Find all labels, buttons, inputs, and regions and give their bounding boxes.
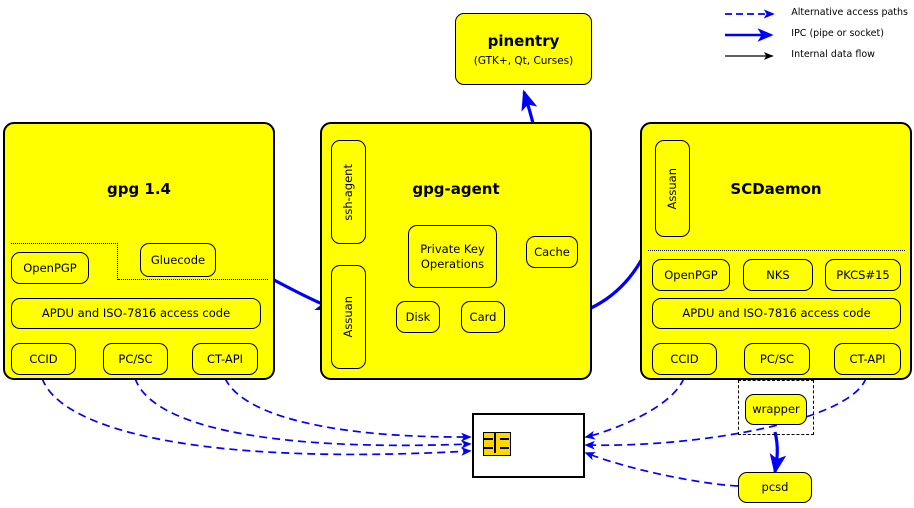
gpg-driver-ccid-label: CCID xyxy=(29,351,58,366)
scdaemon-assuan-label: Assuan xyxy=(665,167,680,210)
scdaemon-app-openpgp-label: OpenPGP xyxy=(664,267,718,282)
smartcard-chip-line-right-top xyxy=(500,438,509,440)
legend-label-internal-flow: Internal data flow xyxy=(791,49,875,60)
scdaemon-driver-pcsc-label: PC/SC xyxy=(759,351,795,366)
scdaemon-driver-ctapi-label: CT-API xyxy=(849,351,886,366)
agent-card-label: Card xyxy=(469,309,497,324)
gpg-openpgp-label: OpenPGP xyxy=(23,260,77,275)
gpg-openpgp-box[interactable]: OpenPGP xyxy=(11,252,89,284)
pinentry-box[interactable]: pinentry (GTK+, Qt, Curses) xyxy=(455,13,592,85)
agent-ssh-agent-box[interactable]: ssh-agent xyxy=(331,140,366,244)
legend: Alternative access paths IPC (pipe or so… xyxy=(723,2,908,65)
pinentry-subtitle: (GTK+, Qt, Curses) xyxy=(473,54,574,67)
gpg-driver-pcsc[interactable]: PC/SC xyxy=(103,343,168,375)
gpg-apdu-box[interactable]: APDU and ISO-7816 access code xyxy=(11,298,261,329)
agent-ssh-agent-label: ssh-agent xyxy=(341,163,356,221)
agent-disk-box[interactable]: Disk xyxy=(396,301,440,333)
gpg-apdu-label: APDU and ISO-7816 access code xyxy=(41,306,231,321)
agent-assuan-box[interactable]: Assuan xyxy=(331,265,366,369)
legend-label-alt-paths: Alternative access paths xyxy=(791,7,908,18)
scdaemon-title: SCDaemon xyxy=(730,180,822,198)
scdaemon-app-nks[interactable]: NKS xyxy=(743,259,813,291)
agent-private-key-ops-box[interactable]: Private Key Operations xyxy=(408,225,497,288)
legend-item-alt-paths: Alternative access paths xyxy=(723,2,908,23)
agent-cache-label: Cache xyxy=(534,244,570,259)
gpg-driver-ctapi[interactable]: CT-API xyxy=(192,343,258,375)
agent-pkops-line2: Operations xyxy=(420,256,485,271)
legend-swatch-dashed xyxy=(723,6,785,20)
scdaemon-apdu-label: APDU and ISO-7816 access code xyxy=(682,306,871,321)
pinentry-title: pinentry xyxy=(487,31,560,50)
agent-cache-box[interactable]: Cache xyxy=(526,236,578,268)
scdaemon-driver-ccid[interactable]: CCID xyxy=(652,343,717,375)
pcsd-label: pcsd xyxy=(761,480,789,495)
pcsd-box[interactable]: pcsd xyxy=(738,472,812,503)
legend-item-internal-flow: Internal data flow xyxy=(723,44,908,65)
smartcard-chip-line-bottom xyxy=(484,447,493,449)
scdaemon-driver-ccid-label: CCID xyxy=(670,351,699,366)
legend-label-ipc: IPC (pipe or socket) xyxy=(791,28,884,39)
smartcard-chip-icon xyxy=(483,432,511,456)
legend-swatch-internal xyxy=(723,48,785,62)
alt-scd-ctapi-to-card xyxy=(584,377,867,450)
scdaemon-assuan-box[interactable]: Assuan xyxy=(655,140,690,237)
agent-pkops-line1: Private Key xyxy=(420,242,485,257)
scdaemon-apdu-box[interactable]: APDU and ISO-7816 access code xyxy=(652,298,901,329)
gpg-container[interactable]: gpg 1.4 xyxy=(3,122,275,380)
smartcard-chip-line-top xyxy=(484,438,493,440)
gpg-agent-title: gpg-agent xyxy=(412,180,500,198)
scdaemon-app-pkcs15[interactable]: PKCS#15 xyxy=(825,259,901,291)
ipc-wrapper-to-pcsd xyxy=(769,431,787,475)
alt-scd-ccid-to-card xyxy=(584,377,685,440)
gpg-driver-ctapi-label: CT-API xyxy=(206,351,244,366)
alt-pcsd-to-card xyxy=(584,452,739,487)
alt-gpg-ctapi-to-card xyxy=(224,377,472,442)
agent-card-box[interactable]: Card xyxy=(461,301,505,333)
gpg-driver-ccid[interactable]: CCID xyxy=(11,343,76,375)
gpg-driver-pcsc-label: PC/SC xyxy=(118,351,153,366)
gpg-region-divider xyxy=(118,279,268,280)
agent-disk-label: Disk xyxy=(405,309,431,324)
legend-item-ipc: IPC (pipe or socket) xyxy=(723,23,908,44)
scdaemon-app-pkcs15-label: PKCS#15 xyxy=(836,267,890,282)
gpg-gluecode-label: Gluecode xyxy=(150,252,206,267)
scdaemon-divider xyxy=(648,250,905,251)
agent-assuan-label: Assuan xyxy=(341,296,356,338)
gpg-gluecode-box[interactable]: Gluecode xyxy=(140,243,216,277)
gpg-title: gpg 1.4 xyxy=(106,180,171,198)
legend-swatch-ipc xyxy=(723,27,785,42)
smartcard-chip-line-vertical xyxy=(494,433,496,453)
scdaemon-app-openpgp[interactable]: OpenPGP xyxy=(652,259,730,291)
alt-gpg-ccid-to-card xyxy=(41,377,472,456)
smartcard-chip-line-right-bottom xyxy=(500,447,509,449)
scdaemon-app-nks-label: NKS xyxy=(766,267,790,282)
scdaemon-wrapper-label: wrapper xyxy=(752,402,800,417)
scdaemon-driver-ctapi[interactable]: CT-API xyxy=(834,343,901,375)
scdaemon-wrapper-box[interactable]: wrapper xyxy=(745,394,807,425)
scdaemon-driver-pcsc[interactable]: PC/SC xyxy=(744,343,810,375)
alt-gpg-pcsc-to-card xyxy=(134,377,472,449)
